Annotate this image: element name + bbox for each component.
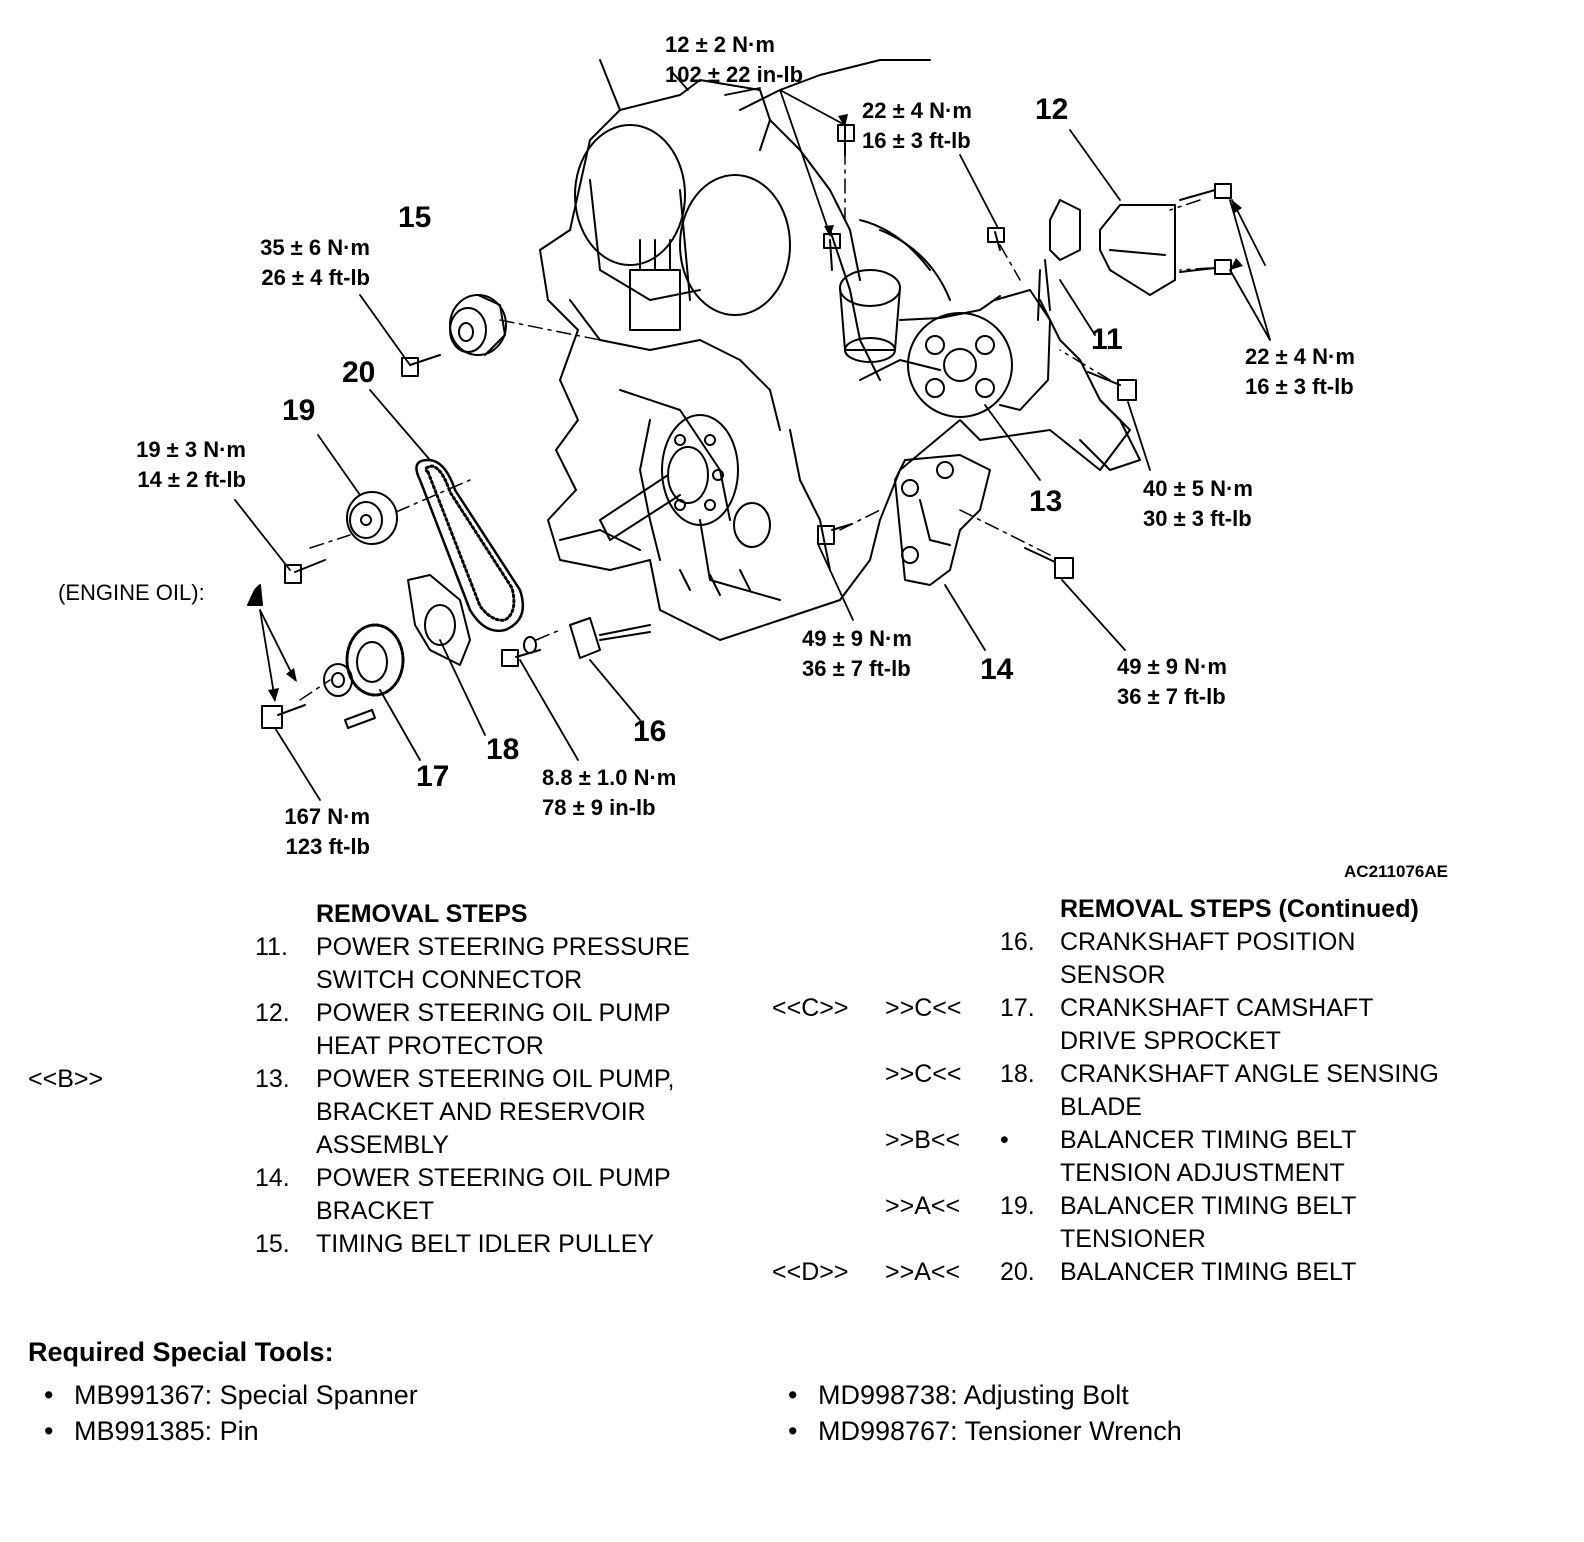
step-description-line: TENSION ADJUSTMENT [1060,1159,1345,1187]
crankshaft-hub [599,414,739,541]
installation-note-marker: >>A<< [885,1258,961,1286]
part-number-13: 13 [1029,485,1063,518]
step-description-line: BALANCER TIMING BELT [1060,1192,1357,1220]
step-description-line: BALANCER TIMING BELT [1060,1258,1357,1286]
leader-lines [234,71,1271,801]
removal-note-marker: <<C>> [772,994,849,1022]
step-description-line: TENSIONER [1060,1225,1206,1253]
figure-id: AC211076AE [1344,862,1448,881]
step-description-line: POWER STEERING OIL PUMP [316,1164,671,1192]
alignment-lines [299,149,1211,701]
step-description-line: BLADE [1060,1093,1142,1121]
installation-note-marker: >>C<< [885,1060,962,1088]
step-number: 11. [255,933,288,961]
removal-step-row: >>C<< 18. CRANKSHAFT ANGLE SENSING BLADE [0,1058,1584,1124]
step-description-line: CRANKSHAFT ANGLE SENSING [1060,1060,1439,1088]
part-number-17: 17 [416,760,450,793]
step-description-line: SWITCH CONNECTOR [316,966,583,994]
power-steering-pump [839,199,1081,418]
installation-note-marker: >>B<< [885,1126,961,1154]
engine-oil-note: (ENGINE OIL): [58,580,205,605]
removal-step-row: <<B>> 13. POWER STEERING OIL PUMP, BRACKET … [0,1063,760,1162]
removal-step-row: 16. CRANKSHAFT POSITION SENSOR [0,926,1584,992]
heat-protector-part [1099,183,1232,296]
removal-step-row: <<C>> >>C<< 17. CRANKSHAFT CAMSHAFT DRIVE SP… [0,992,1584,1058]
step-description-line: BRACKET [316,1197,435,1225]
removal-note-marker: <<B>> [28,1065,104,1093]
part-number-11: 11 [1091,323,1123,356]
step-description-line: CRANKSHAFT CAMSHAFT [1060,994,1374,1022]
step-description-line: CRANKSHAFT POSITION [1060,928,1356,956]
special-tool-item: MD998738: Adjusting Bolt [788,1380,1129,1411]
step-number: 14. [255,1164,290,1192]
special-tool-item: MD998767: Tensioner Wrench [788,1416,1182,1447]
part-number-16: 16 [633,715,667,748]
installation-note-marker: >>A<< [885,1192,961,1220]
step-description-line: SENSOR [1060,961,1166,989]
step-description-line: DRIVE SPROCKET [1060,1027,1281,1055]
special-tools-title: Required Special Tools: [28,1337,334,1367]
removal-steps-title: REMOVAL STEPS [316,900,528,928]
step-number: 13. [255,1065,290,1093]
step-number: 12. [255,999,290,1027]
part-number-19: 19 [282,394,316,427]
step-number: 15. [255,1230,290,1258]
removal-step-row: 15. TIMING BELT IDLER PULLEY [0,1228,760,1261]
step-number: • [1000,1126,1009,1154]
step-description-line: POWER STEERING PRESSURE [316,933,690,961]
special-tool-item: MB991385: Pin [44,1416,259,1447]
part-number-14: 14 [980,653,1014,686]
removal-step-row: 11. POWER STEERING PRESSURE SWITCH CONNECT… [0,931,760,997]
engine-line-drawing [234,59,1271,801]
removal-steps-list: REMOVAL STEPS 11. POWER STEERING PRESSURE… [0,898,760,1278]
step-description-line: POWER STEERING OIL PUMP [316,999,671,1027]
removal-steps-continued-list: REMOVAL STEPS (Continued) 16. CRANKSHAFT … [0,893,1584,1293]
arrowheads [268,114,1243,702]
sprocket-parts [247,574,471,729]
removal-note-marker: <<D>> [772,1258,849,1286]
part-number-18: 18 [486,733,520,766]
step-description-line: ASSEMBLY [316,1131,449,1159]
removal-step-row: 12. POWER STEERING OIL PUMP HEAT PROTECTOR [0,997,760,1063]
part-number-12: 12 [1035,93,1069,126]
step-number: 19. [1000,1192,1035,1220]
removal-step-row: 14. POWER STEERING OIL PUMP BRACKET [0,1162,760,1228]
step-description-line: POWER STEERING OIL PUMP, [316,1065,675,1093]
removal-step-row: >>A<< 19. BALANCER TIMING BELT TENSIONER [0,1190,1584,1256]
tensioner-part [346,491,398,545]
idler-pulley-part [449,294,507,356]
removal-steps-continued-title: REMOVAL STEPS (Continued) [1060,895,1419,923]
pump-bracket-part [894,454,991,586]
step-description-line: BRACKET AND RESERVOIR [316,1098,646,1126]
step-number: 17. [1000,994,1035,1022]
step-description-line: BALANCER TIMING BELT [1060,1126,1357,1154]
timing-belt-part [415,458,525,633]
step-number: 18. [1000,1060,1035,1088]
removal-step-row: <<D>> >>A<< 20. BALANCER TIMING BELT [0,1256,1584,1289]
step-number: 20. [1000,1258,1035,1286]
removal-step-row: >>B<< • BALANCER TIMING BELT TENSION ADJUST… [0,1124,1584,1190]
special-tool-item: MB991367: Special Spanner [44,1380,418,1411]
step-number: 16. [1000,928,1035,956]
crank-sensor-part [523,617,651,659]
bolts [261,124,1137,729]
step-description-line: HEAT PROTECTOR [316,1032,544,1060]
step-description-line: TIMING BELT IDLER PULLEY [316,1230,655,1258]
part-number-20: 20 [342,356,376,389]
installation-note-marker: >>C<< [885,994,962,1022]
part-number-15: 15 [398,201,432,234]
